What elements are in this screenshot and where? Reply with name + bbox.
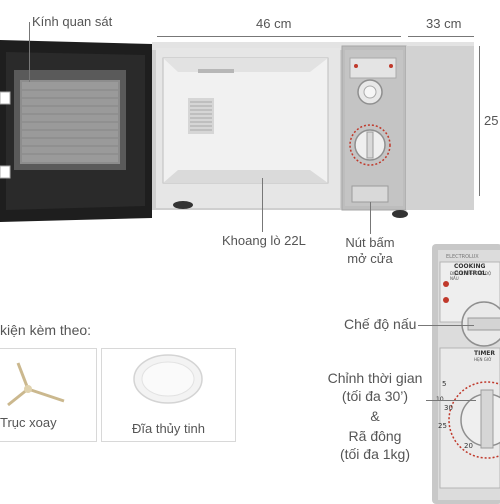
dial-number-5: 5 [442,380,447,388]
microwave-illustration [0,40,474,222]
width-label: 46 cm [256,16,292,31]
height-dimension-line [479,46,480,196]
accessory-label-plate: Đĩa thủy tinh [132,421,205,436]
door-button-label: Nút bấm mở cửa [337,235,403,268]
defrost-label-line1: Rã đông [348,428,402,444]
door-button-label-line1: Nút bấm [345,235,395,250]
glass-plate-icon [133,354,203,404]
dial-number-10: 10 [436,396,444,403]
dial-number-20: 20 [464,442,473,450]
oven-body [152,42,474,218]
accessory-card-plate: Đĩa thủy tinh [101,348,236,442]
viewing-window-mesh [22,82,118,162]
roller-ring-icon [7,362,65,407]
timer-label-line1: Chỉnh thời gian [327,370,423,386]
timer-label: Chỉnh thời gian (tối đa 30’) & [316,370,434,426]
control-panel-closeup [432,244,500,504]
timer-label-line2: (tối đa 30’) [341,387,409,404]
cook-mode-label: Chế độ nấu [344,316,417,332]
timer-label-amp: & [370,408,380,424]
timer-pointer [426,400,476,401]
width-dimension-line [157,36,401,37]
panel-timer-title: TIMER [474,350,496,357]
open-door [0,40,152,222]
accessories-heading: kiện kèm theo: [0,322,92,338]
door-button-label-line2: mở cửa [347,251,393,267]
accessory-card-roller: Trục xoay [0,348,97,442]
defrost-label-line2: (tối đa 1kg) [339,445,411,462]
defrost-label: Rã đông (tối đa 1kg) [326,428,424,463]
panel-timer-sub: HẸN GIỜ [474,357,492,362]
panel-brand: ELECTROLUX [446,254,479,260]
cavity-label: Khoang lò 22L [222,233,306,248]
panel-title: COOKING CONTROL [454,263,487,277]
depth-label: 33 cm [426,16,462,31]
cavity-pointer [262,178,263,232]
viewing-window-label: Kính quan sát [32,14,113,29]
depth-dimension-line [408,36,474,37]
dial-number-25: 25 [438,422,447,430]
door-button-pointer [370,202,371,234]
dial-number-30: 30 [444,404,453,412]
accessory-label-roller: Trục xoay [0,415,57,430]
panel-subtitle: ĐIỀU CHỈNH CHẾ ĐỘ NẤU [450,271,492,281]
cook-mode-pointer [418,325,474,326]
viewing-window-pointer [29,22,30,82]
height-label: 25 [484,113,499,128]
